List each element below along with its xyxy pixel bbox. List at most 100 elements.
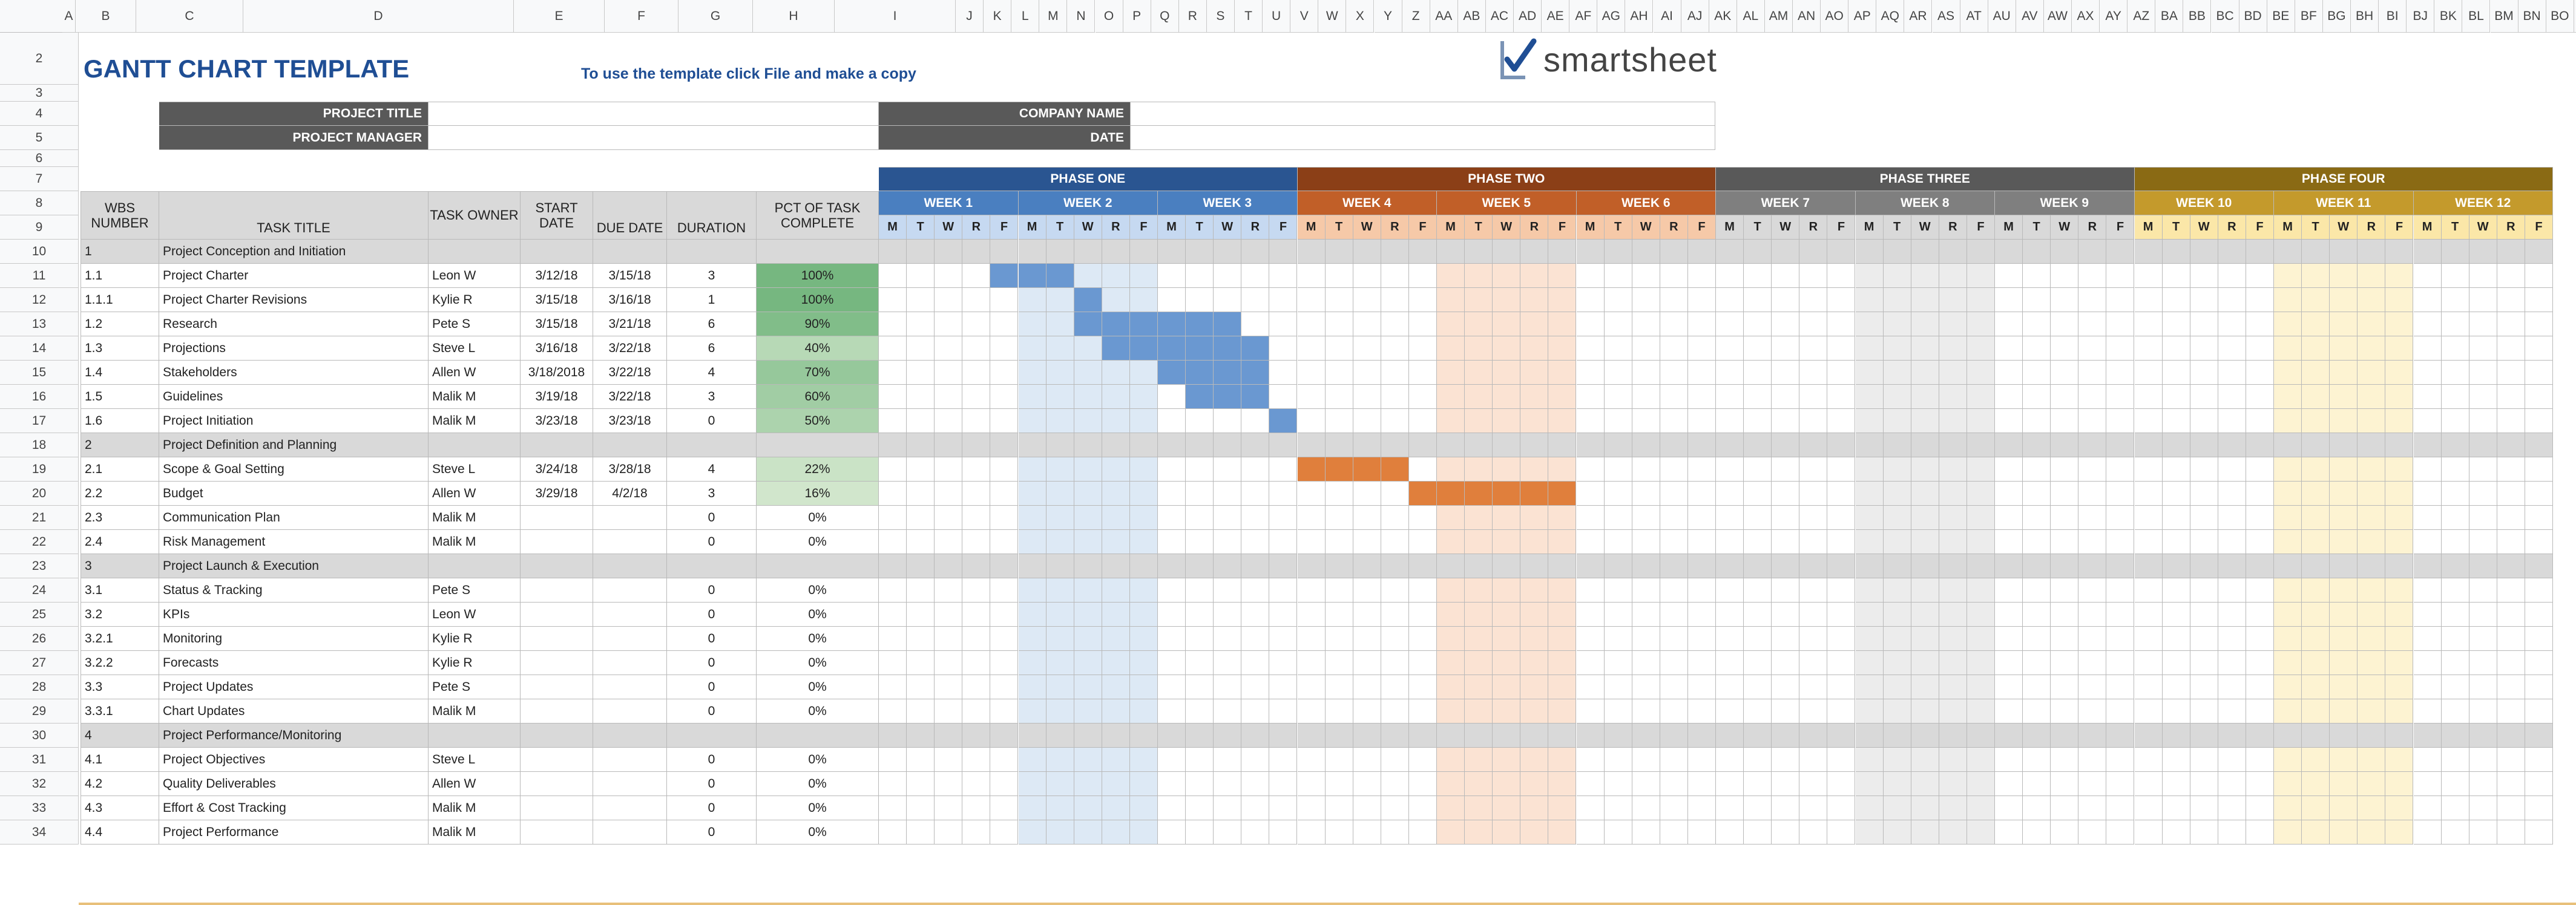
gantt-group-cell[interactable]: [1381, 433, 1409, 457]
gantt-day-cell[interactable]: [1325, 603, 1353, 627]
gantt-day-cell[interactable]: [1186, 603, 1214, 627]
gantt-day-cell[interactable]: [1966, 506, 1995, 530]
gantt-day-cell[interactable]: [1911, 578, 1939, 603]
gantt-day-cell[interactable]: [1102, 530, 1130, 554]
gantt-day-cell[interactable]: [1074, 603, 1102, 627]
gantt-day-cell[interactable]: [1883, 361, 1911, 385]
start-date-cell[interactable]: [521, 506, 593, 530]
gantt-day-cell[interactable]: [1269, 482, 1298, 506]
due-date-cell[interactable]: [593, 748, 667, 772]
gantt-day-cell[interactable]: [2106, 457, 2135, 482]
gantt-day-cell[interactable]: [1632, 312, 1660, 336]
column-header-F[interactable]: F: [605, 0, 678, 33]
task-owner-cell[interactable]: [429, 554, 521, 578]
gantt-day-cell[interactable]: [2469, 361, 2497, 385]
gantt-day-cell[interactable]: [1269, 748, 1298, 772]
column-header-U[interactable]: U: [1263, 0, 1291, 33]
gantt-day-cell[interactable]: [1046, 603, 1074, 627]
gantt-day-cell[interactable]: [2358, 675, 2386, 699]
gantt-day-cell[interactable]: [1799, 312, 1828, 336]
gantt-day-cell[interactable]: [1855, 361, 1884, 385]
start-date-cell[interactable]: [521, 627, 593, 651]
column-header-AB[interactable]: AB: [1457, 0, 1486, 33]
gantt-day-cell[interactable]: [2218, 530, 2246, 554]
gantt-day-cell[interactable]: [1074, 820, 1102, 845]
gantt-day-cell[interactable]: [1855, 385, 1884, 409]
wbs-number-cell[interactable]: 1.6: [80, 409, 159, 433]
gantt-day-cell[interactable]: [2497, 409, 2525, 433]
gantt-day-cell[interactable]: [907, 651, 935, 675]
gantt-group-cell[interactable]: [2051, 240, 2079, 264]
gantt-day-cell[interactable]: [1799, 820, 1828, 845]
gantt-day-cell[interactable]: [1353, 482, 1381, 506]
gantt-group-cell[interactable]: [1520, 554, 1549, 578]
gantt-day-cell[interactable]: [2497, 361, 2525, 385]
gantt-day-cell[interactable]: [1576, 385, 1605, 409]
gantt-day-cell[interactable]: [2413, 361, 2442, 385]
gantt-day-cell[interactable]: [1408, 772, 1437, 796]
gantt-day-cell[interactable]: [2162, 675, 2190, 699]
gantt-day-cell[interactable]: [2106, 627, 2135, 651]
gantt-day-cell[interactable]: [2385, 699, 2414, 724]
gantt-day-cell[interactable]: [2218, 699, 2246, 724]
column-header-AU[interactable]: AU: [1988, 0, 2016, 33]
gantt-day-cell[interactable]: [2441, 506, 2469, 530]
gantt-day-cell[interactable]: [1158, 457, 1186, 482]
gantt-group-cell[interactable]: [2441, 724, 2469, 748]
task-owner-cell[interactable]: Malik M: [429, 820, 521, 845]
gantt-group-cell[interactable]: [1186, 724, 1214, 748]
gantt-day-cell[interactable]: [1269, 699, 1298, 724]
gantt-day-cell[interactable]: [1018, 361, 1046, 385]
gantt-group-cell[interactable]: [1799, 724, 1828, 748]
gantt-group-cell[interactable]: [1158, 433, 1186, 457]
gantt-day-cell[interactable]: [1576, 675, 1605, 699]
gantt-day-cell[interactable]: [1548, 651, 1577, 675]
gantt-day-cell[interactable]: [1966, 409, 1995, 433]
gantt-day-cell[interactable]: [2218, 385, 2246, 409]
gantt-day-cell[interactable]: [1018, 288, 1046, 312]
gantt-day-cell[interactable]: [2051, 578, 2079, 603]
gantt-day-cell[interactable]: [1074, 506, 1102, 530]
gantt-day-cell[interactable]: [1520, 748, 1549, 772]
gantt-group-cell[interactable]: [2023, 724, 2051, 748]
gantt-day-cell[interactable]: [1381, 699, 1409, 724]
gantt-day-cell[interactable]: [1074, 457, 1102, 482]
column-header-Q[interactable]: Q: [1151, 0, 1179, 33]
gantt-day-cell[interactable]: [1911, 651, 1939, 675]
gantt-day-cell[interactable]: [1939, 627, 1967, 651]
gantt-day-cell[interactable]: [1911, 699, 1939, 724]
gantt-day-cell[interactable]: [1772, 288, 1800, 312]
gantt-day-cell[interactable]: [1241, 409, 1270, 433]
wbs-number-cell[interactable]: 2.2: [80, 482, 159, 506]
gantt-day-cell[interactable]: [962, 772, 991, 796]
gantt-day-cell[interactable]: [2525, 699, 2553, 724]
gantt-day-cell[interactable]: [1883, 482, 1911, 506]
gantt-day-cell[interactable]: [1716, 482, 1744, 506]
gantt-day-cell[interactable]: [1465, 409, 1493, 433]
gantt-day-cell[interactable]: [1772, 264, 1800, 288]
column-header-X[interactable]: X: [1346, 0, 1375, 33]
gantt-day-cell[interactable]: [1548, 409, 1577, 433]
column-header-AH[interactable]: AH: [1625, 0, 1654, 33]
gantt-day-cell[interactable]: [907, 820, 935, 845]
gantt-day-cell[interactable]: [2385, 772, 2414, 796]
gantt-group-cell[interactable]: [2358, 433, 2386, 457]
gantt-day-cell[interactable]: [2469, 699, 2497, 724]
column-header-AQ[interactable]: AQ: [1876, 0, 1905, 33]
gantt-day-cell[interactable]: [2078, 675, 2107, 699]
gantt-day-cell[interactable]: [1186, 796, 1214, 820]
gantt-day-cell[interactable]: [1158, 627, 1186, 651]
gantt-day-cell[interactable]: [1827, 506, 1856, 530]
gantt-day-cell[interactable]: [1408, 312, 1437, 336]
gantt-day-cell[interactable]: [1883, 457, 1911, 482]
gantt-day-cell[interactable]: [1437, 699, 1465, 724]
gantt-day-cell[interactable]: [1939, 578, 1967, 603]
pct-complete-cell[interactable]: [757, 433, 879, 457]
gantt-day-cell[interactable]: [1018, 699, 1046, 724]
gantt-day-cell[interactable]: [1632, 506, 1660, 530]
column-header-AF[interactable]: AF: [1569, 0, 1598, 33]
gantt-day-cell[interactable]: [1353, 361, 1381, 385]
gantt-day-cell[interactable]: [879, 506, 907, 530]
task-title-cell[interactable]: Project Initiation: [159, 409, 429, 433]
gantt-day-cell[interactable]: [1604, 820, 1632, 845]
